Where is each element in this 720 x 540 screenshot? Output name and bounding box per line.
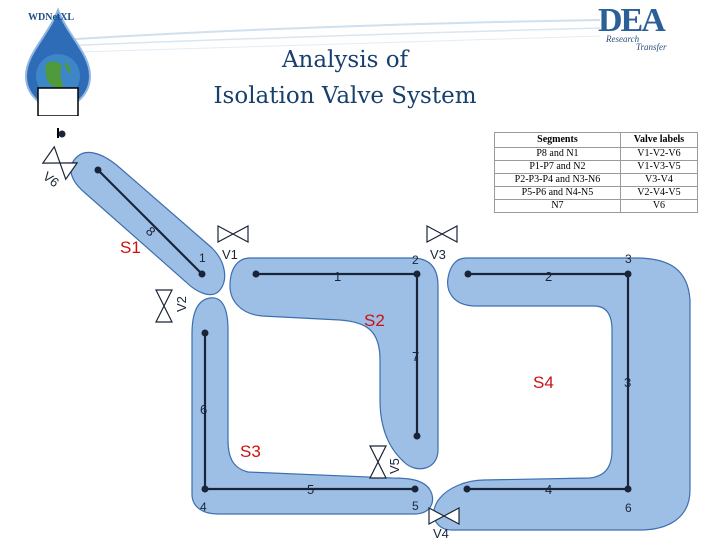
valve-v1-icon: [217, 225, 249, 243]
node-label-2: 2: [412, 253, 419, 267]
dea-logo-line2: Transfer: [636, 42, 667, 52]
segment-s4-region: [433, 257, 691, 531]
valve-labels: V1 V3 V4 V6 V2 V5: [40, 169, 449, 540]
segment-labels: S1 S2 S3 S4: [120, 238, 554, 461]
pipe-label-3: 3: [624, 375, 631, 390]
pipe-label-4: 4: [545, 482, 552, 497]
segment-label-s4: S4: [533, 373, 554, 392]
water-drop-globe-logo: [24, 7, 92, 116]
node-dot: [411, 485, 419, 493]
segment-s2-region: [229, 257, 439, 470]
logo-left-text: WDNetXL: [28, 12, 75, 23]
node-label-3: 3: [625, 252, 632, 266]
pipe-label-6: 6: [200, 402, 207, 417]
segment-table-header: Segments Valve labels: [494, 132, 699, 148]
node-dot: [201, 485, 209, 493]
node-label-5: 5: [412, 499, 419, 513]
valve-v4-icon: [428, 507, 460, 525]
node-dot: [464, 270, 472, 278]
node-dot: [413, 270, 421, 278]
pipe-label-2: 2: [545, 269, 552, 284]
cell-valves: V6: [619, 199, 699, 213]
valve-v5-icon: [369, 445, 387, 479]
segment-label-s3: S3: [240, 442, 261, 461]
slide-title-line1: Analysis of: [281, 47, 409, 73]
valve-label-v6: V6: [40, 169, 62, 191]
node-dot: [201, 329, 209, 337]
valves: [41, 145, 460, 525]
tank-node: [58, 130, 66, 138]
junction-dots: [94, 166, 632, 493]
pipe-label-5: 5: [307, 482, 314, 497]
segment-label-s2: S2: [364, 311, 385, 330]
node-label-6: 6: [625, 501, 632, 515]
node-label-4: 4: [200, 500, 207, 514]
node-dot: [198, 270, 206, 278]
header-swoosh: [59, 19, 601, 53]
pipe-network: [97, 169, 630, 491]
node-dot: [252, 270, 260, 278]
segment-label-s1: S1: [120, 238, 141, 257]
pipe-8: [97, 169, 203, 275]
valve-label-v5: V5: [387, 458, 402, 474]
node-dot: [624, 270, 632, 278]
node-labels: 1 2 3 4 5 6: [199, 251, 632, 515]
dea-logo-big: DEA: [598, 2, 666, 39]
node-dot: [463, 485, 471, 493]
valve-label-v4: V4: [433, 526, 449, 540]
slide-title-line2: Isolation Valve System: [213, 83, 477, 109]
dea-logo: DEA Research Transfer: [598, 2, 690, 52]
segment-s3-region: [191, 297, 434, 515]
node-dot: [624, 485, 632, 493]
valve-v2-icon: [155, 289, 173, 323]
valve-label-v2: V2: [174, 296, 189, 312]
dea-logo-line1: Research: [606, 34, 640, 44]
valve-label-v3: V3: [430, 247, 446, 262]
node-dot: [94, 166, 102, 174]
valve-label-v1: V1: [222, 247, 238, 262]
valve-v3-icon: [426, 225, 458, 243]
valve-v6-icon: [41, 145, 79, 181]
node-label-1: 1: [199, 251, 206, 265]
pipe-label-1: 1: [334, 269, 341, 284]
pipe-label-7: 7: [412, 349, 419, 364]
node-dot: [413, 432, 421, 440]
